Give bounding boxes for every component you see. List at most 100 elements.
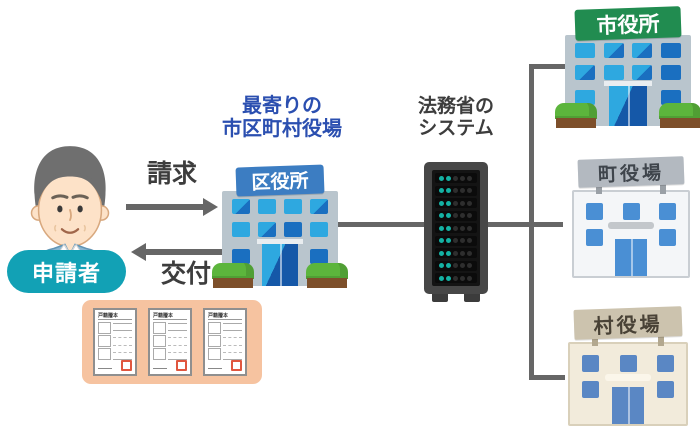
led-dot <box>446 250 451 256</box>
led-dot <box>453 200 458 206</box>
led-dot <box>467 225 472 231</box>
led-dot <box>439 250 444 256</box>
document-form <box>208 322 242 360</box>
building-body <box>568 342 688 426</box>
issue-arrow <box>131 243 223 261</box>
document-form <box>153 322 187 360</box>
led-dot <box>453 225 458 231</box>
server-led-row <box>435 235 477 246</box>
led-dot <box>453 250 458 256</box>
form-lines <box>223 322 242 360</box>
town-hall-sign: 町役場 <box>577 156 685 188</box>
arrow-shaft <box>126 204 203 210</box>
village-hall-sign-label: 村役場 <box>593 311 663 338</box>
window <box>232 249 250 264</box>
red-stamp-icon <box>231 360 242 371</box>
window <box>310 222 328 237</box>
bush-icon <box>555 102 597 128</box>
window-row <box>575 81 681 126</box>
window <box>284 199 302 214</box>
door-awning <box>605 374 651 381</box>
entrance-door <box>615 239 647 276</box>
signature-line <box>153 368 167 369</box>
led-dot <box>467 263 472 268</box>
led-dot <box>453 175 458 181</box>
connector-branch-city-hall <box>529 64 565 69</box>
signature-line <box>98 368 112 369</box>
led-dot <box>460 225 465 231</box>
led-dot <box>446 263 451 268</box>
entrance-door <box>612 387 644 424</box>
window <box>232 222 250 237</box>
window <box>586 229 603 246</box>
window <box>622 203 640 220</box>
ward-office-building: 区役所 <box>212 164 348 288</box>
family-register-document: 戸籍謄本 <box>203 308 247 376</box>
sign-posts <box>568 333 688 346</box>
led-dot <box>439 263 444 268</box>
window <box>661 90 681 105</box>
window <box>284 222 302 237</box>
sign-posts <box>572 181 690 194</box>
municipal-office-title: 最寄りの 市区町村役場 <box>172 94 392 140</box>
led-dot <box>460 188 465 193</box>
server-led-row <box>435 273 477 283</box>
window-row <box>232 222 328 237</box>
led-dot <box>446 275 451 281</box>
led-dot <box>439 213 444 218</box>
window <box>619 355 637 372</box>
led-dot <box>453 263 458 268</box>
form-boxes <box>98 322 111 360</box>
window <box>310 249 328 264</box>
server-rack <box>432 170 480 286</box>
led-dot <box>467 238 472 243</box>
led-dot <box>453 188 458 193</box>
led-dot <box>467 275 472 281</box>
ward-office-sign-label: 区役所 <box>251 170 309 194</box>
server-led-row <box>435 185 477 196</box>
led-dot <box>460 238 465 243</box>
led-dot <box>467 200 472 206</box>
led-dot <box>453 275 458 281</box>
city-hall-sign: 市役所 <box>574 6 682 41</box>
connector-server-to-branch <box>488 222 563 227</box>
window <box>659 229 676 246</box>
city-hall-building: 市役所 <box>555 6 700 128</box>
led-dot <box>446 175 451 181</box>
window <box>258 222 276 237</box>
connector-vertical-trunk <box>529 64 534 380</box>
arrow-shaft <box>146 249 223 255</box>
form-boxes <box>153 322 166 360</box>
led-dot <box>439 175 444 181</box>
red-stamp-icon <box>121 360 132 371</box>
led-dot <box>460 250 465 256</box>
signature-line <box>208 368 222 369</box>
document-title: 戸籍謄本 <box>208 313 242 320</box>
window <box>232 199 250 214</box>
led-dot <box>460 275 465 281</box>
server-led-row <box>435 260 477 271</box>
issue-label: 交付 <box>160 259 211 288</box>
window <box>660 65 681 80</box>
municipal-office-title-line2: 市区町村役場 <box>222 116 342 140</box>
window-row <box>575 43 681 58</box>
document-footer <box>153 360 187 371</box>
municipal-office-title-line1: 最寄りの <box>242 93 322 117</box>
led-dot <box>460 175 465 181</box>
connector-office-to-server <box>338 222 424 227</box>
request-label: 請求 <box>146 159 197 188</box>
server-led-row <box>435 210 477 221</box>
request-arrow <box>126 198 218 216</box>
ministry-system-title-line1: 法務省の <box>417 95 494 117</box>
server-tower <box>424 162 488 302</box>
documents-panel: 戸籍謄本 戸籍謄本 <box>82 300 262 384</box>
door-awning <box>608 222 654 229</box>
window <box>603 65 624 80</box>
led-dot <box>460 263 465 268</box>
window <box>575 43 595 58</box>
window <box>582 355 599 372</box>
window <box>575 90 595 105</box>
window <box>258 199 276 214</box>
sign-post <box>658 333 664 346</box>
